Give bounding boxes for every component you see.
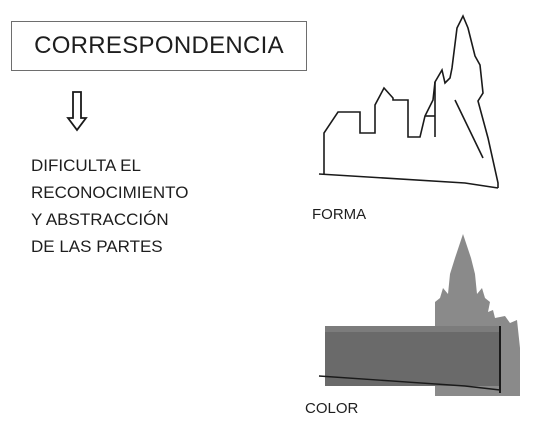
down-arrow-icon (66, 91, 88, 132)
description-line: DIFICULTA EL (31, 156, 141, 175)
title-box: CORRESPONDENCIA (11, 21, 307, 71)
forma-ground-line (318, 173, 499, 189)
description: DIFICULTA EL RECONOCIMIENTO Y ABSTRACCIÓ… (31, 152, 188, 260)
color-facade-band (325, 326, 500, 332)
description-line: DE LAS PARTES (31, 237, 163, 256)
forma-roof-edge (454, 99, 484, 159)
title-text: CORRESPONDENCIA (34, 32, 284, 59)
color-filled-drawing (318, 234, 520, 396)
label-color: COLOR (305, 400, 359, 417)
color-facade (325, 326, 500, 386)
description-line: RECONOCIMIENTO (31, 183, 189, 202)
label-forma: FORMA (312, 206, 367, 223)
forma-outline-drawing (318, 14, 499, 189)
description-line: Y ABSTRACCIÓN (31, 210, 169, 229)
forma-skyline (323, 14, 499, 188)
color-ground-line (318, 375, 501, 391)
